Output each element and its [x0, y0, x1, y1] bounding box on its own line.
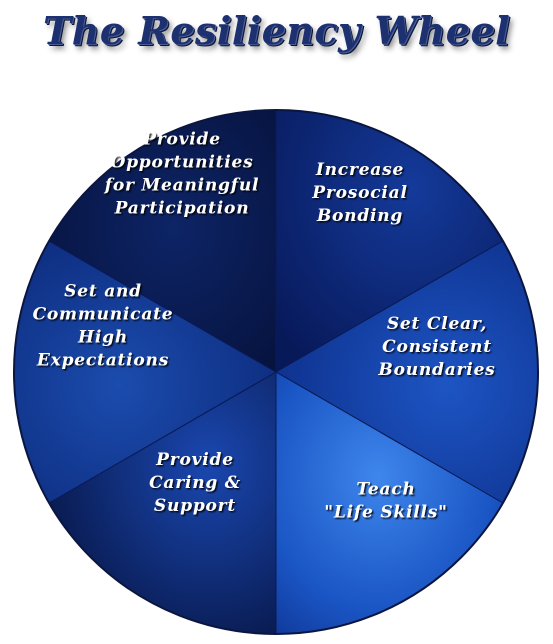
segment-label-line: Consistent: [382, 337, 492, 357]
segment-label-line: Set Clear,: [387, 314, 487, 334]
segment-label-line: Prosocial: [311, 183, 407, 203]
segment-label-line: Teach: [356, 480, 415, 500]
segment-label-line: Expectations: [36, 351, 169, 371]
segment-label-line: Participation: [114, 199, 250, 219]
segment-label-line: for Meaningful: [104, 176, 260, 196]
page-title: The Resiliency Wheel: [42, 8, 511, 53]
segment-label-line: Provide: [142, 130, 221, 150]
segment-label-line: Support: [154, 496, 236, 516]
segment-label-line: Provide: [155, 450, 234, 470]
segment-label-line: Boundaries: [377, 360, 495, 380]
segment-label-line: Bonding: [316, 206, 403, 226]
segment-label-line: High: [77, 328, 128, 348]
segment-label-life-skills: Teach "Life Skills": [324, 480, 448, 523]
segment-label-line: Increase: [315, 160, 404, 180]
segment-label-line: "Life Skills": [324, 503, 448, 523]
segment-label-line: Opportunities: [110, 153, 253, 173]
segment-label-line: Communicate: [33, 305, 174, 325]
segment-label-line: Caring &: [149, 473, 241, 493]
wheel-rim: [13, 109, 539, 635]
segment-label-line: Set and: [64, 282, 142, 302]
